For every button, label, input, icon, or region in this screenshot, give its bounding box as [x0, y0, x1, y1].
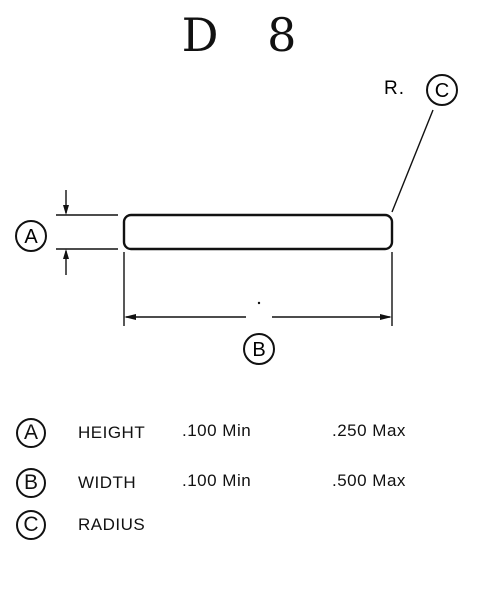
marker-b-letter: B	[252, 339, 265, 361]
dimension-legend: A HEIGHT .100 Min .250 Max B WIDTH .100 …	[0, 400, 480, 600]
width-arrow-left-head	[124, 314, 136, 320]
legend-height-min: .100 Min	[182, 421, 252, 440]
radius-leader-line	[391, 109, 434, 213]
legend-marker-c: C	[16, 510, 46, 540]
legend-width-max: .500 Max	[332, 471, 406, 490]
width-dimension-dot	[257, 301, 261, 305]
legend-row-height: A HEIGHT .100 Min .250 Max	[16, 418, 466, 452]
legend-marker-a: A	[16, 418, 46, 448]
legend-label-width: WIDTH	[78, 473, 137, 492]
legend-label-height: HEIGHT	[78, 423, 146, 442]
radius-label: R.	[384, 78, 405, 99]
legend-row-radius: C RADIUS	[16, 510, 466, 544]
drawing-title: D 8	[181, 8, 299, 62]
legend-row-width: B WIDTH .100 Min .500 Max	[16, 468, 466, 502]
bar-shape	[122, 213, 394, 251]
height-arrow-bottom-head	[63, 249, 69, 259]
legend-marker-b: B	[16, 468, 46, 498]
marker-c: C	[426, 74, 458, 106]
legend-width-min: .100 Min	[182, 471, 252, 490]
dimension-drawing: A B R. C	[15, 74, 458, 365]
width-arrow-right-head	[380, 314, 392, 320]
marker-c-letter: C	[435, 80, 449, 102]
marker-a: A	[15, 220, 47, 252]
legend-label-radius: RADIUS	[78, 515, 146, 534]
legend-height-max: .250 Max	[332, 421, 406, 440]
marker-b: B	[243, 333, 275, 365]
marker-a-letter: A	[24, 226, 38, 248]
height-arrow-top-head	[63, 205, 69, 215]
